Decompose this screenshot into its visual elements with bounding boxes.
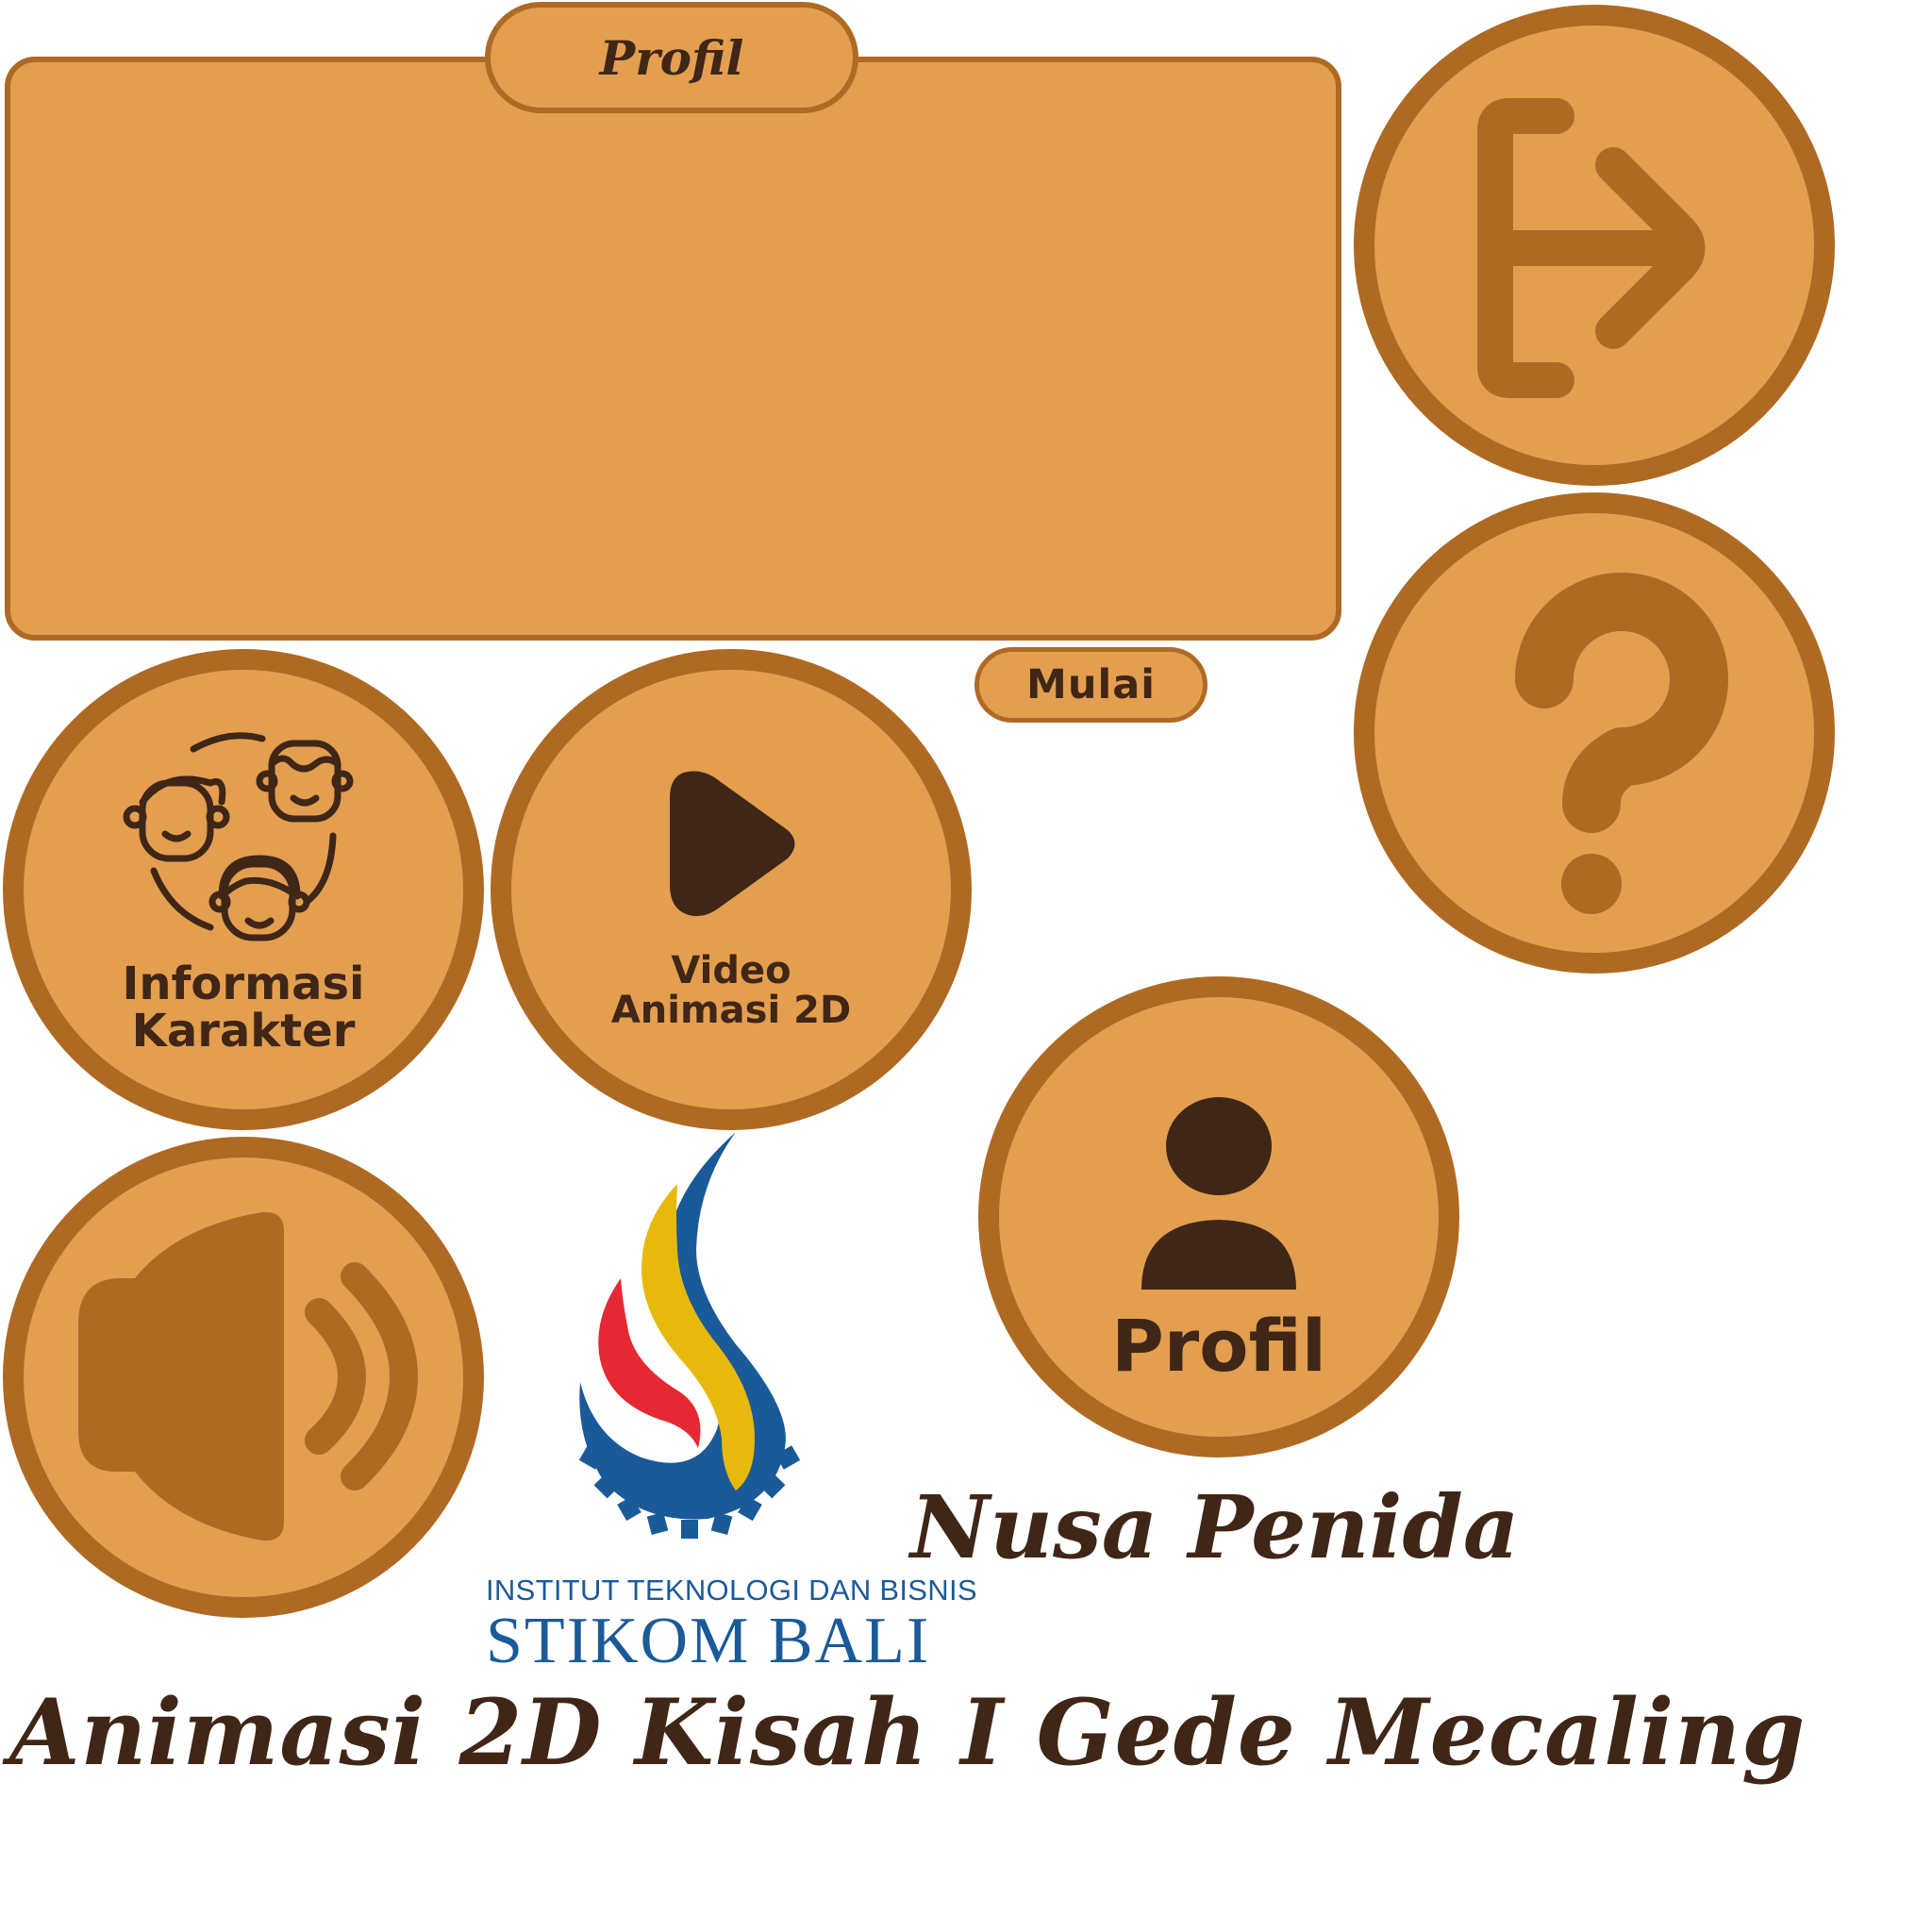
- speaker-icon: [78, 1211, 419, 1541]
- stikom-bali-logo: [578, 1132, 801, 1539]
- panel-title: Profil: [599, 29, 744, 86]
- logo-name: STIKOM BALI: [486, 1605, 931, 1677]
- character-info-label-line1: Informasi: [122, 958, 365, 1010]
- people-icon: [123, 732, 354, 941]
- character-info-button[interactable]: Informasi Karakter: [3, 649, 484, 1130]
- help-button[interactable]: [1354, 492, 1835, 974]
- start-button-label: Mulai: [1026, 661, 1156, 708]
- profile-button[interactable]: Profil: [978, 976, 1459, 1457]
- start-button[interactable]: Mulai: [974, 647, 1208, 723]
- play-icon: [670, 771, 795, 917]
- exit-button[interactable]: [1354, 5, 1835, 486]
- exit-icon: [1477, 98, 1706, 398]
- subtitle: Nusa Penida: [910, 1476, 1520, 1578]
- profile-button-label: Profil: [1111, 1304, 1326, 1388]
- character-info-label-line2: Karakter: [131, 1005, 356, 1058]
- panel-title-tab: Profil: [485, 2, 858, 113]
- video-label-line2: Animasi 2D: [610, 989, 852, 1032]
- question-icon: [1515, 573, 1728, 914]
- video-label-line1: Video: [671, 949, 791, 992]
- user-icon: [1141, 1097, 1296, 1290]
- page-title: Animasi 2D Kisah I Gede Mecaling: [9, 1679, 1807, 1786]
- profile-panel: [5, 57, 1341, 641]
- logo-institution-line: INSTITUT TEKNOLOGI DAN BISNIS: [486, 1574, 977, 1607]
- sound-button[interactable]: [3, 1137, 484, 1618]
- video-button[interactable]: Video Animasi 2D: [491, 649, 972, 1130]
